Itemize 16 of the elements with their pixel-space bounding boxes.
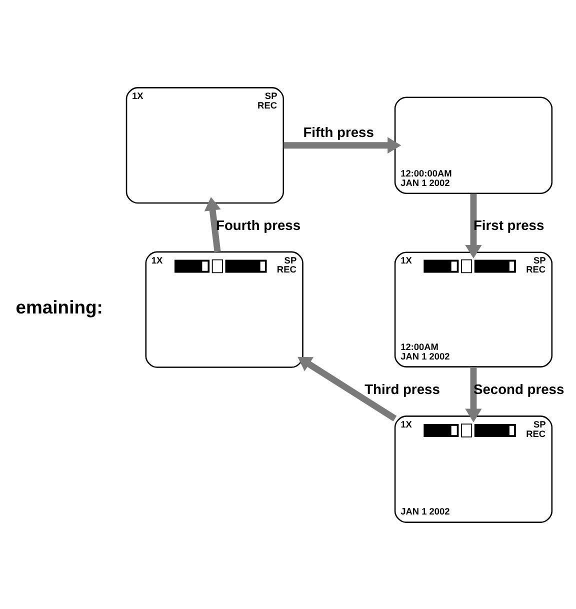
- edge-label: Fourth press: [216, 216, 301, 232]
- edge-label: First press: [473, 216, 544, 232]
- edge-label: Fifth press: [303, 124, 374, 140]
- edge-label: Third press: [364, 380, 440, 397]
- label: emaining:: [16, 296, 103, 317]
- edge-label: Second press: [473, 380, 564, 397]
- arrow: [465, 366, 482, 422]
- node-box: 1X SP REC 12:00AM JAN 1 2002: [394, 251, 553, 367]
- arrow: [204, 196, 221, 252]
- arrow: [298, 356, 397, 421]
- node-box: 1X SP REC: [145, 250, 304, 368]
- node-box: 12:00:00AM JAN 1 2002: [394, 96, 553, 194]
- arrow: [465, 193, 482, 258]
- node-box: 1X SP REC: [126, 86, 284, 204]
- arrow: [284, 136, 402, 154]
- node-box: 1X SP REC JAN 1 2002: [394, 415, 553, 522]
